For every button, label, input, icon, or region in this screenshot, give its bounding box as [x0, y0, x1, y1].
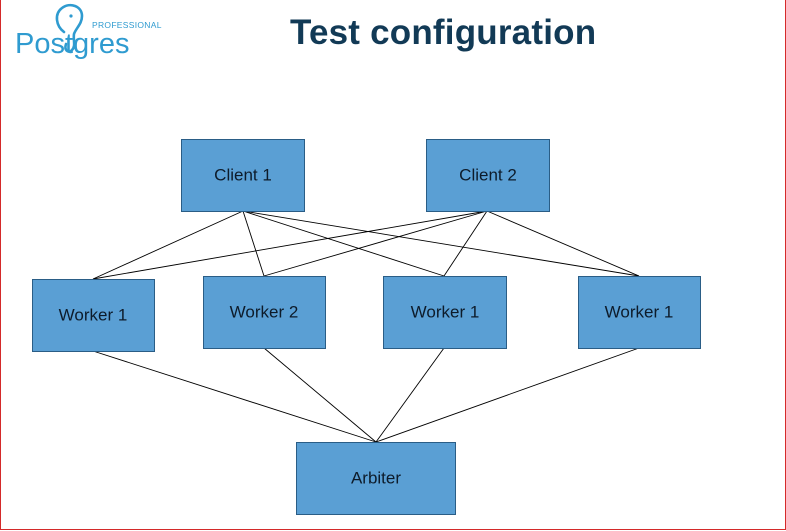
node-worker-c: Worker 1 — [383, 276, 507, 349]
node-arbiter: Arbiter — [296, 442, 456, 515]
edge-worker-b-arbiter — [263, 347, 377, 443]
edge-worker-d-arbiter — [375, 347, 640, 443]
logo-professional-text: PROFESSIONAL — [92, 20, 162, 30]
node-worker-b: Worker 2 — [203, 276, 326, 349]
page-title: Test configuration — [290, 13, 597, 52]
logo-postgres-text: Postgres — [15, 28, 129, 60]
edge-client2-worker-b — [263, 210, 488, 277]
diagram-edges — [92, 210, 640, 443]
diagram-nodes: Client 1 Client 2 Worker 1 Worker 2 Work… — [32, 139, 701, 515]
node-worker-a: Worker 1 — [32, 279, 155, 352]
edge-client1-worker-d — [242, 210, 640, 277]
node-arbiter-label: Arbiter — [351, 468, 401, 487]
elephant-logo-icon: PROFESSIONAL Postgres — [15, 3, 162, 60]
postgres-professional-logo: PROFESSIONAL Postgres — [14, 2, 166, 60]
node-client-2: Client 2 — [426, 139, 550, 212]
node-client-1: Client 1 — [181, 139, 305, 212]
edge-client1-worker-b — [242, 210, 265, 277]
node-worker-c-label: Worker 1 — [411, 302, 480, 321]
node-client-2-label: Client 2 — [459, 165, 517, 184]
edge-client1-worker-c — [242, 210, 445, 277]
node-worker-d-label: Worker 1 — [605, 302, 674, 321]
node-client-1-label: Client 1 — [214, 165, 272, 184]
edge-client2-worker-c — [443, 210, 488, 277]
edge-client1-worker-a — [92, 210, 244, 280]
edge-worker-a-arbiter — [92, 350, 377, 443]
node-worker-a-label: Worker 1 — [59, 305, 128, 324]
edge-client2-worker-a — [92, 210, 488, 280]
edge-client2-worker-d — [486, 210, 640, 277]
node-worker-d: Worker 1 — [578, 276, 701, 349]
edge-worker-c-arbiter — [375, 347, 445, 443]
node-worker-b-label: Worker 2 — [230, 302, 299, 321]
